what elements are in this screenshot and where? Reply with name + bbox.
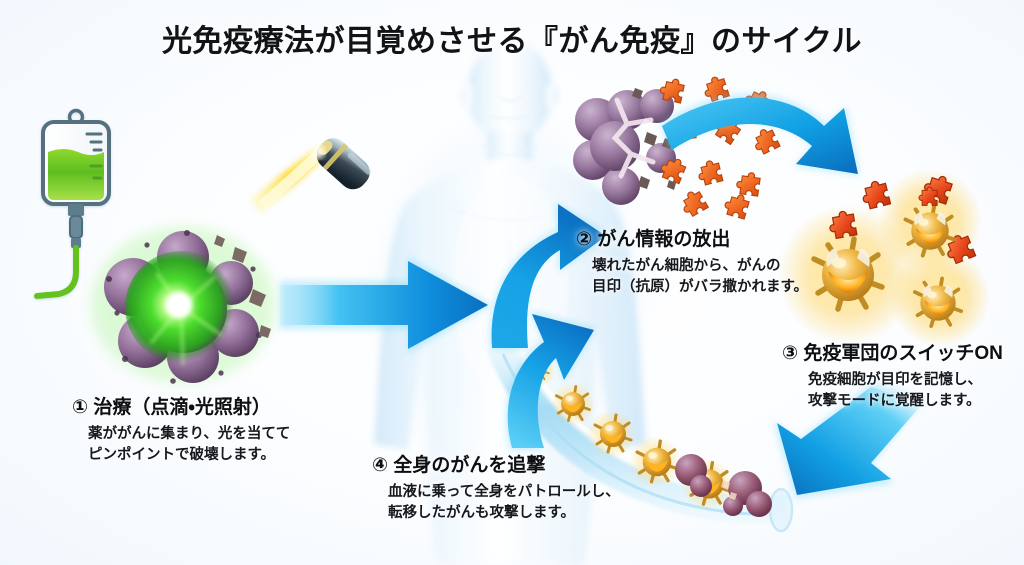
step-3-line-1: 免疫細胞が目印を記憶し、	[808, 372, 982, 388]
iv-bag-icon	[34, 108, 111, 299]
step-1-line-1: 薬ががんに集まり、光を当てて	[88, 426, 291, 442]
step-2-caption: ② がん情報の放出 壊れたがん細胞から、がんの 目印（抗原）がバラ撒かれます。	[576, 224, 808, 297]
step-4-caption: ④ 全身のがんを追撃 血液に乗って全身をパトロールし、 転移したがんも攻撃します…	[372, 450, 620, 523]
page-title: 光免疫療法が目覚めさせる『がん免疫』のサイクル	[162, 25, 862, 58]
step-2-line-2: 目印（抗原）がバラ撒かれます。	[592, 278, 809, 295]
arrow-immune-to-bloodstream	[773, 381, 925, 499]
arrow-body-to-release	[489, 202, 610, 350]
step-3-heading: ③ 免疫軍団のスイッチON	[782, 343, 1003, 364]
step-2-heading: ② がん情報の放出	[576, 229, 731, 250]
arrow-bloodstream-to-release	[505, 310, 596, 450]
step-3-caption: ③ 免疫軍団のスイッチON 免疫細胞が目印を記憶し、 攻撃モードに覚醒します。	[782, 338, 1003, 411]
laser-probe-icon	[250, 138, 372, 214]
arrow-treatment-to-body	[280, 257, 492, 353]
step-2-line-1: 壊れたがん細胞から、がんの	[592, 258, 781, 274]
step-4-line-1: 血液に乗って全身をパトロールし、	[388, 484, 620, 500]
step-1-heading: ① 治療（点滴・光照射）	[72, 397, 271, 418]
step-4-heading: ④ 全身のがんを追撃	[372, 455, 546, 476]
immune-cell-icon	[778, 169, 990, 347]
tumor-cell-cluster-icon	[91, 227, 275, 384]
step-1-caption: ① 治療（点滴・光照射） 薬ががんに集まり、光を当てて ピンポイントで破壊します…	[72, 392, 290, 465]
step-3-line-2: 攻撃モードに覚醒します。	[808, 392, 981, 409]
arrow-release-to-immune	[660, 93, 860, 176]
step-1-line-2: ピンポイントで破壊します。	[88, 446, 276, 463]
step-4-line-2: 転移したがんも攻撃します。	[388, 504, 576, 521]
bursting-tumor-icon	[573, 88, 676, 205]
